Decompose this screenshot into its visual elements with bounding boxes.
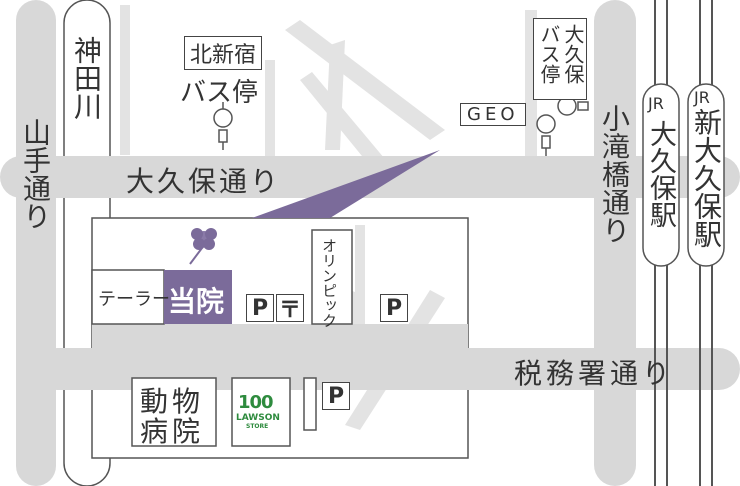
okubo-dori-label: 大久保通り <box>126 165 282 198</box>
lawson-logo-name: LAWSON <box>236 413 280 423</box>
jr-okubo-station-label: 大久保駅 <box>645 120 676 228</box>
olympic-label: オリンピック <box>320 238 338 328</box>
jr-shin-okubo-station-box <box>687 83 725 267</box>
okubo-stop-box <box>533 18 587 100</box>
post-office-icon: 〒 <box>276 294 304 323</box>
clinic-building <box>164 270 232 324</box>
jr-okubo-prefix: JR <box>648 94 664 113</box>
jr-shin-okubo-station-label: 新大久保駅 <box>690 108 723 248</box>
narrow-building <box>303 377 317 431</box>
yamate-dori-label: 山手通り <box>19 118 52 230</box>
parking-icon: P <box>246 294 274 322</box>
kanda-gawa-label: 神田川 <box>70 36 103 120</box>
yamate-dori-road <box>16 0 56 486</box>
olympic-building <box>311 229 353 325</box>
parking-icon: P <box>380 294 408 322</box>
parking-icon: P <box>322 382 350 410</box>
kotakibashi-dori-label: 小滝橋通り <box>598 104 631 244</box>
bus-stop-icon <box>213 102 233 150</box>
lawson-building <box>231 377 291 447</box>
animal-hospital-building <box>131 377 217 447</box>
flower-icon <box>189 228 217 265</box>
okubo-stop-name: 大久保 <box>561 24 585 84</box>
lawson-logo-number: 100 <box>238 392 274 413</box>
kita-shinjuku-stop-label: バス停 <box>180 78 259 108</box>
clinic-pointer <box>252 150 440 218</box>
zeimusho-dori-label: 税務署通り <box>514 357 675 390</box>
tailor-building <box>91 269 165 325</box>
okubo-stop-label: バス停 <box>537 24 561 84</box>
clinic-label: 当院 <box>168 285 225 318</box>
zeimusho-dori-wide <box>92 324 468 376</box>
jr-okubo-station-box <box>642 83 680 267</box>
animal-hospital-label-2: 病院 <box>140 415 205 448</box>
bus-stop-icon <box>536 96 589 156</box>
kita-shinjuku-stop-name: 北新宿 <box>184 36 263 70</box>
geo-store-label: GEO <box>460 103 526 126</box>
lawson-logo-store: STORE <box>246 423 269 430</box>
tailor-label: テーラー <box>98 289 170 310</box>
animal-hospital-label-1: 動物 <box>140 385 205 418</box>
jr-shin-okubo-prefix: JR <box>694 88 710 107</box>
